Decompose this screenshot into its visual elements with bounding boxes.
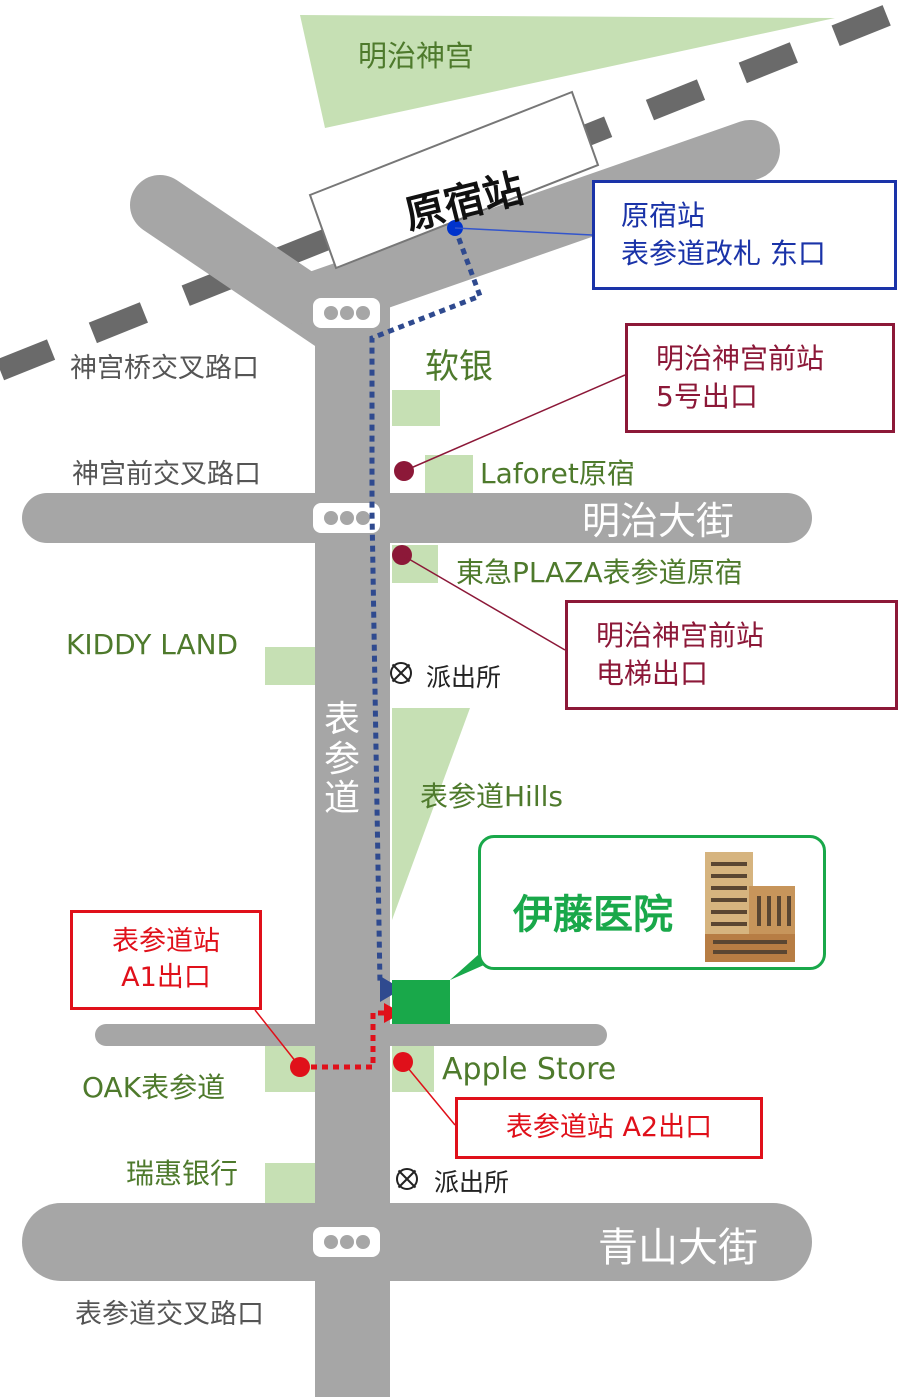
a1-exit-leader: [254, 1009, 301, 1068]
harajuku-station-building: [308, 90, 600, 270]
elevator-exit-line2: 电梯出口: [596, 657, 709, 690]
exit5-line2: 5号出口: [656, 380, 758, 413]
building-icon: [705, 852, 795, 962]
police-box-label: 派出所: [426, 663, 502, 692]
road-harajuku-front: [290, 120, 780, 330]
clinic-marker: [392, 980, 450, 1024]
softbank-block: [392, 390, 440, 426]
elevator-exit-callout: 明治神宫前站 电梯出口: [565, 600, 898, 710]
clinic-callout: 伊藤医院: [478, 835, 826, 970]
meiji-jingu-label: 明治神宫: [358, 39, 475, 73]
omotesando-hills-label: 表参道Hills: [420, 780, 563, 813]
elevator-exit-leader: [401, 554, 566, 651]
meiji-dori-label: 明治大街: [582, 499, 735, 543]
meiji-jingu-park: [300, 15, 835, 128]
road-meiji-dori: [22, 493, 812, 543]
road-side-street: [95, 1024, 607, 1046]
traffic-light-icon: [313, 298, 380, 328]
kiddy-land-label: KIDDY LAND: [66, 628, 239, 661]
a2-exit-callout: 表参道站 A2出口: [455, 1097, 763, 1159]
traffic-light-icon: [313, 503, 380, 533]
a1-exit-callout: 表参道站 A1出口: [70, 910, 262, 1010]
harajuku-gate-callout: 原宿站 表参道改札 东口: [592, 180, 897, 290]
exit5-line1: 明治神宫前站: [656, 342, 825, 376]
laforet-block: [425, 455, 473, 493]
laforet-label: Laforet原宿: [480, 457, 635, 490]
road-aoyama-dori: [22, 1203, 812, 1281]
oak-omotesando-label: OAK表参道: [82, 1071, 226, 1104]
omotesando-hills-area: [392, 708, 470, 920]
apple-store-label: Apple Store: [442, 1052, 617, 1087]
ubs-block: [265, 1163, 315, 1203]
clinic-name: 伊藤医院: [513, 892, 673, 938]
clinic-pointer: [450, 955, 484, 980]
softbank-label: 软银: [425, 347, 493, 387]
a1-exit-line2: A1出口: [121, 962, 211, 993]
a1-exit-line1: 表参道站: [112, 925, 220, 957]
harajuku-gate-leader: [454, 227, 593, 236]
exit5-leader: [403, 374, 626, 472]
police-box-icon: [396, 1168, 418, 1190]
aoyama-dori-label: 青山大街: [598, 1225, 758, 1271]
a2-exit-leader: [402, 1061, 456, 1126]
route-arrow-blue: [380, 976, 402, 1002]
police-box-label: 派出所: [434, 1168, 510, 1197]
police-box-icon: [390, 662, 412, 684]
elevator-exit-line1: 明治神宫前站: [596, 619, 765, 653]
omotesando-crossing-label: 表参道交叉路口: [75, 1299, 264, 1330]
jingumae-crossing-label: 神宫前交叉路口: [72, 459, 261, 490]
harajuku-gate-line1: 原宿站: [621, 199, 706, 233]
omotesando-road-label: 表参道: [324, 699, 361, 820]
route-from-harajuku: [369, 227, 484, 986]
a2-exit-line: 表参道站 A2出口: [505, 1111, 713, 1143]
ubs-bank-label: 瑞惠银行: [126, 1157, 239, 1190]
exit5-callout: 明治神宫前站 5号出口: [625, 323, 895, 433]
tokyu-plaza-label: 東急PLAZA表参道原宿: [456, 556, 743, 589]
railway-line: [0, 0, 900, 381]
kiddy-land-block: [265, 647, 315, 685]
route-from-omotesando: [300, 1010, 388, 1070]
traffic-light-icon: [313, 1227, 380, 1257]
harajuku-gate-line2: 表参道改札 东口: [621, 237, 826, 270]
jingu-bridge-crossing-label: 神宫桥交叉路口: [70, 353, 259, 384]
